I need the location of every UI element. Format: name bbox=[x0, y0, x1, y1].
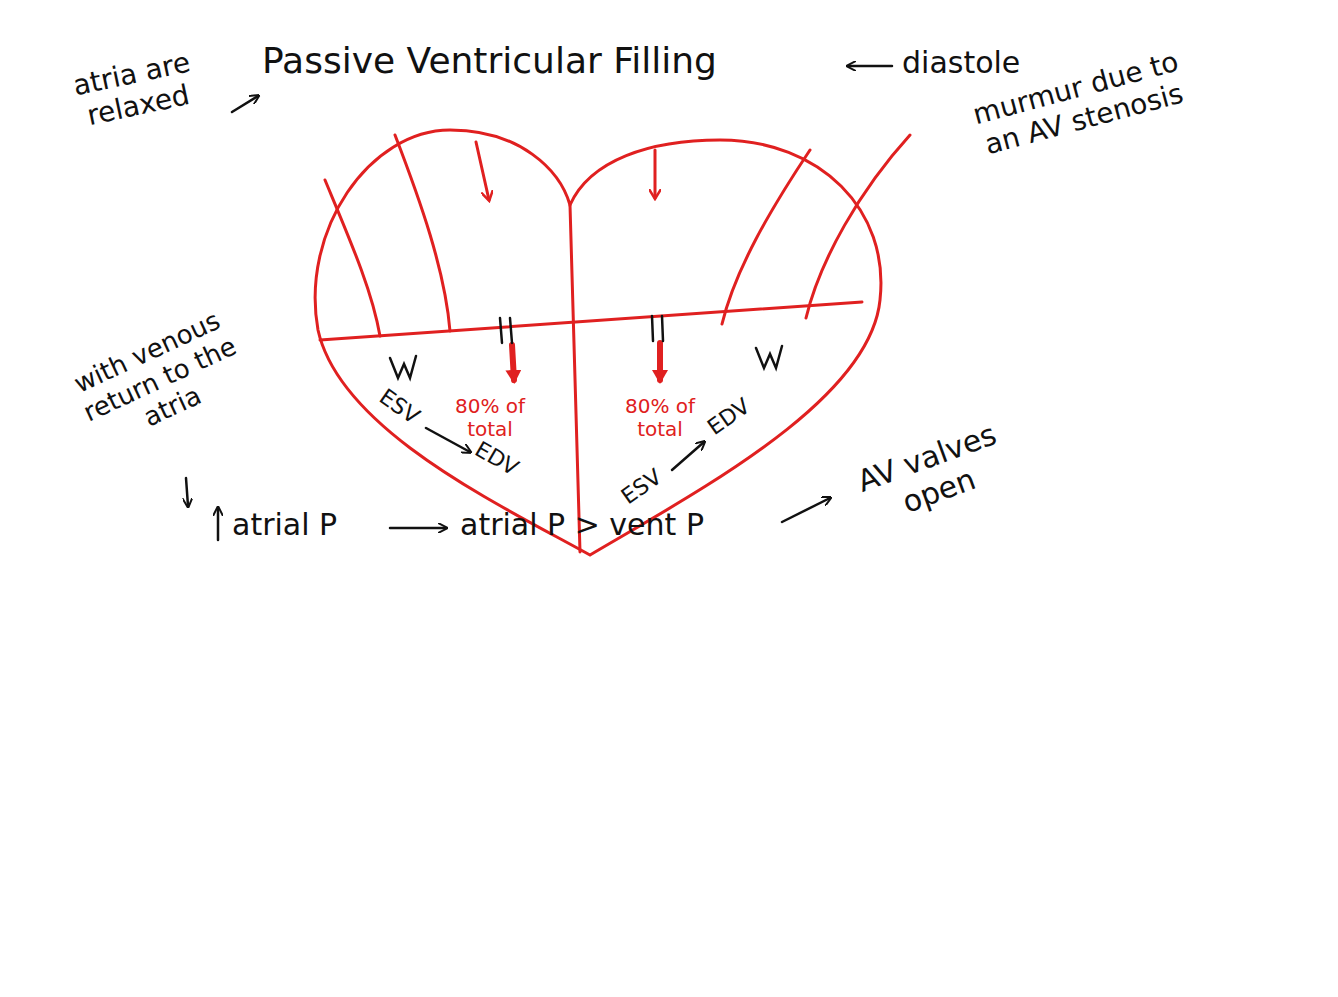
valve-mark bbox=[500, 318, 512, 343]
phase-note: diastole bbox=[902, 46, 1020, 81]
volume-label: EDV bbox=[471, 436, 523, 481]
step-label: AV valves open bbox=[832, 410, 1034, 540]
valve-symbol bbox=[756, 346, 782, 368]
heart-outline bbox=[315, 130, 881, 555]
step-label: atrial P > vent P bbox=[460, 508, 704, 543]
note: atria are relaxed bbox=[35, 39, 234, 141]
percent-label: 80% of total bbox=[610, 395, 710, 441]
av-plane bbox=[320, 302, 862, 340]
flow-arrow bbox=[426, 428, 470, 452]
vein bbox=[395, 135, 450, 331]
flow-arrow bbox=[390, 527, 446, 530]
volume-label: ESV bbox=[375, 384, 425, 429]
volume-label: EDV bbox=[703, 393, 755, 440]
pointer-arrow bbox=[186, 478, 188, 506]
filling-arrow bbox=[657, 343, 663, 380]
valve-symbol bbox=[390, 356, 416, 378]
pointer-arrow bbox=[232, 96, 258, 112]
inflow-arrow bbox=[476, 142, 489, 200]
filling-arrow bbox=[512, 345, 514, 380]
vein bbox=[325, 180, 380, 336]
vein bbox=[806, 135, 910, 318]
valve-mark bbox=[652, 316, 663, 341]
pointer-arrow bbox=[848, 65, 892, 68]
volume-label: ESV bbox=[617, 464, 667, 509]
percent-label: 80% of total bbox=[440, 395, 540, 441]
inflow-arrow bbox=[654, 150, 657, 198]
step-label: atrial P bbox=[232, 508, 337, 543]
diagram-title: Passive Ventricular Filling bbox=[262, 40, 717, 81]
flow-arrow bbox=[782, 498, 830, 522]
septum bbox=[570, 205, 580, 552]
vein bbox=[722, 150, 810, 324]
increase-arrow bbox=[217, 508, 220, 540]
flow-arrow bbox=[672, 442, 704, 470]
note: with venous return to the atria bbox=[41, 293, 278, 467]
